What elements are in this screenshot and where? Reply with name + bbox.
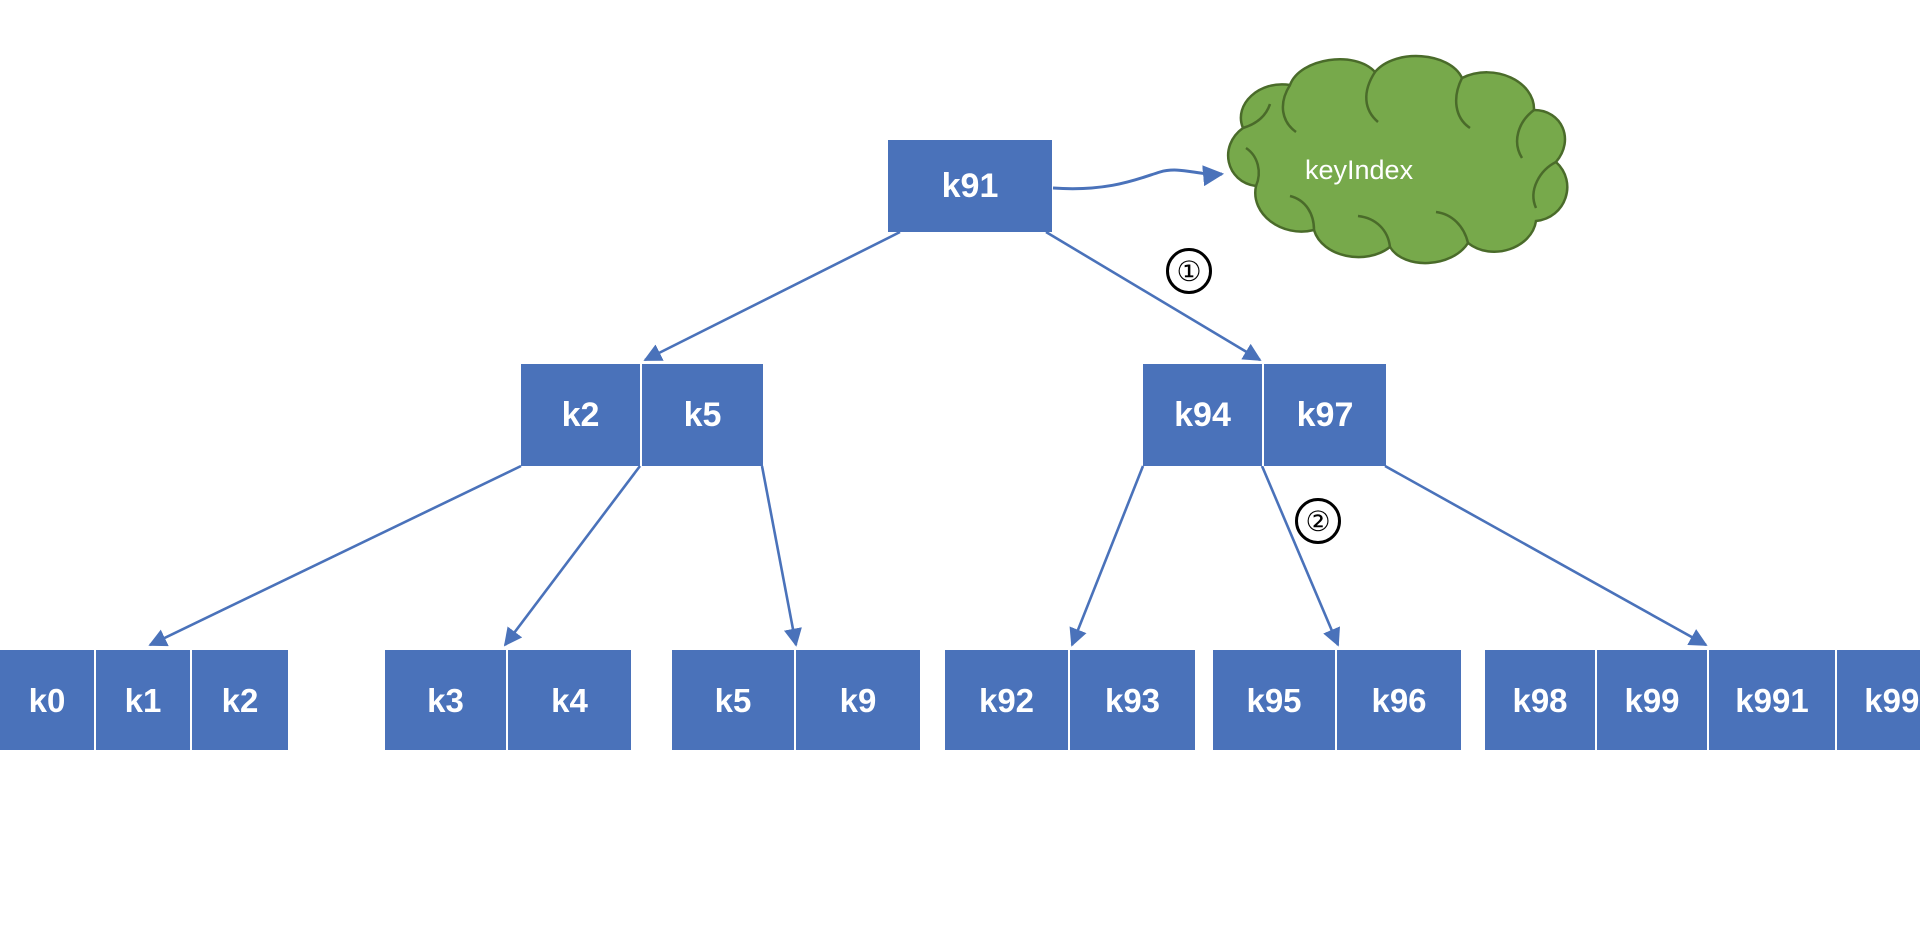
leaf-6-cell-0[interactable]: k98 bbox=[1485, 650, 1597, 750]
leaf-node-5[interactable]: k95 k96 bbox=[1213, 650, 1461, 750]
internal-right-cell-0[interactable]: k94 bbox=[1143, 364, 1264, 466]
leaf-6-cell-1[interactable]: k99 bbox=[1597, 650, 1709, 750]
root-node[interactable]: k91 bbox=[888, 140, 1052, 232]
leaf-6-cell-3[interactable]: k992 bbox=[1837, 650, 1920, 750]
internal-node-left[interactable]: k2 k5 bbox=[521, 364, 763, 466]
edge-root-to-keyindex bbox=[1052, 165, 1225, 191]
root-cell-0[interactable]: k91 bbox=[888, 140, 1052, 232]
leaf-node-1[interactable]: k0 k1 k2 bbox=[0, 650, 288, 750]
internal-node-right[interactable]: k94 k97 bbox=[1143, 364, 1386, 466]
leaf-node-4[interactable]: k92 k93 bbox=[945, 650, 1195, 750]
leaf-4-cell-0[interactable]: k92 bbox=[945, 650, 1070, 750]
leaf-node-2[interactable]: k3 k4 bbox=[385, 650, 631, 750]
edge-internal-left-to-leaf-1 bbox=[148, 464, 522, 647]
leaf-1-cell-0[interactable]: k0 bbox=[0, 650, 96, 750]
leaf-2-cell-1[interactable]: k4 bbox=[508, 650, 631, 750]
leaf-node-6[interactable]: k98 k99 k991 k992 bbox=[1485, 650, 1920, 750]
edge-internal-right-to-leaf-5 bbox=[1260, 465, 1340, 647]
step-marker-2: ② bbox=[1295, 498, 1341, 544]
leaf-5-cell-0[interactable]: k95 bbox=[1213, 650, 1337, 750]
internal-left-cell-1[interactable]: k5 bbox=[642, 364, 763, 466]
leaf-5-cell-1[interactable]: k96 bbox=[1337, 650, 1461, 750]
internal-left-cell-0[interactable]: k2 bbox=[521, 364, 642, 466]
leaf-1-cell-2[interactable]: k2 bbox=[192, 650, 288, 750]
leaf-6-cell-2[interactable]: k991 bbox=[1709, 650, 1837, 750]
edge-internal-left-to-leaf-3 bbox=[760, 465, 802, 647]
internal-right-cell-1[interactable]: k97 bbox=[1264, 364, 1386, 466]
edge-root-to-internal-right bbox=[1045, 230, 1262, 362]
leaf-1-cell-1[interactable]: k1 bbox=[96, 650, 192, 750]
edge-internal-right-to-leaf-6 bbox=[1384, 464, 1708, 647]
edge-internal-left-to-leaf-2 bbox=[503, 465, 642, 647]
leaf-2-cell-0[interactable]: k3 bbox=[385, 650, 508, 750]
leaf-3-cell-1[interactable]: k9 bbox=[796, 650, 920, 750]
leaf-3-cell-0[interactable]: k5 bbox=[672, 650, 796, 750]
leaf-4-cell-1[interactable]: k93 bbox=[1070, 650, 1195, 750]
edge-internal-right-to-leaf-4 bbox=[1069, 465, 1145, 647]
cloud-shape bbox=[1226, 54, 1569, 265]
edge-root-to-internal-left bbox=[643, 230, 901, 362]
step-marker-1: ① bbox=[1166, 248, 1212, 294]
leaf-node-3[interactable]: k5 k9 bbox=[672, 650, 920, 750]
